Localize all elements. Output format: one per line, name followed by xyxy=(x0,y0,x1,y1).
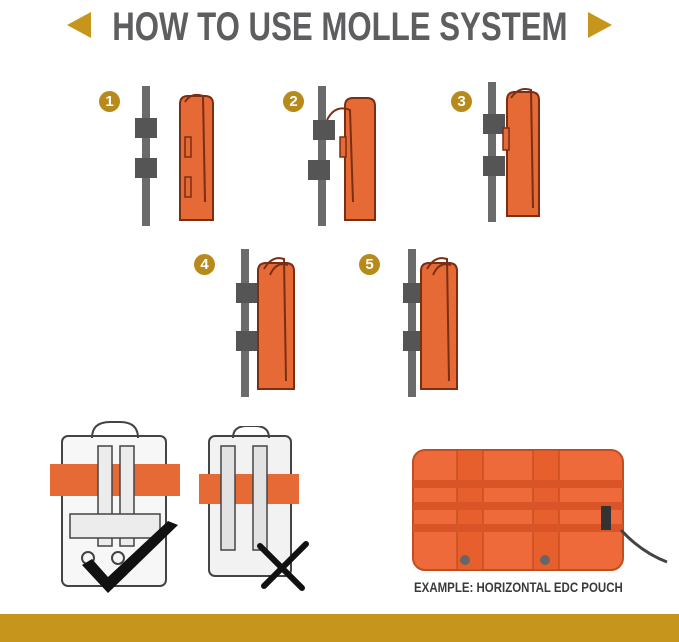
example-caption: EXAMPLE: HORIZONTAL EDC POUCH xyxy=(414,579,623,595)
correct-pouch-example xyxy=(50,421,180,587)
molle-step-2-illustration xyxy=(308,86,376,226)
step-number-badge: 4 xyxy=(194,254,215,275)
x-mark-icon xyxy=(257,541,309,591)
footer-bar xyxy=(0,614,679,642)
right-arrow-icon xyxy=(588,12,612,38)
molle-step-5-illustration xyxy=(403,249,458,397)
horizontal-edc-pouch-image xyxy=(412,449,668,571)
check-mark-icon xyxy=(82,521,178,593)
molle-step-3-illustration xyxy=(483,82,540,222)
step-number-badge: 3 xyxy=(451,91,472,112)
molle-step-4-illustration xyxy=(236,249,295,397)
step-number-badge: 5 xyxy=(359,254,380,275)
incorrect-pouch-example xyxy=(199,426,299,577)
step-number-badge: 1 xyxy=(99,91,120,112)
molle-step-1-illustration xyxy=(135,86,214,226)
step-number-badge: 2 xyxy=(283,91,304,112)
header: HOW TO USE MOLLE SYSTEM xyxy=(0,0,679,50)
left-arrow-icon xyxy=(67,12,91,38)
page-title: HOW TO USE MOLLE SYSTEM xyxy=(111,5,568,49)
